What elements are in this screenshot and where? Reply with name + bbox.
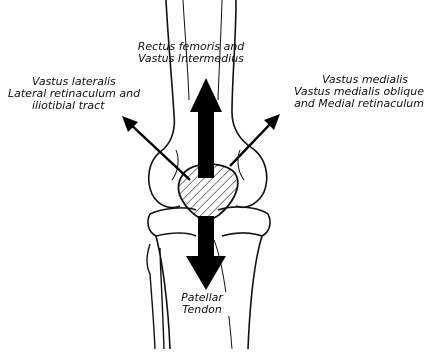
label-vastus-lateralis: Vastus lateralis Lateral retinaculum and…: [8, 76, 140, 112]
arrow-up-rectus: [190, 78, 222, 178]
label-patellar-tendon: Patellar Tendon: [170, 292, 234, 316]
label-vastus-medialis: Vastus medialis Vastus medialis oblique …: [256, 74, 424, 110]
label-line: and Medial retinaculum: [256, 98, 424, 110]
label-line: Vastus Intermedius: [116, 53, 266, 65]
arrow-lateral: [122, 116, 190, 180]
label-line: Tendon: [170, 304, 234, 316]
label-rectus-femoris: Rectus femoris and Vastus Intermedius: [116, 41, 266, 65]
arrow-down-patellar: [186, 216, 226, 290]
label-line: iliotibial tract: [8, 100, 140, 112]
arrow-medial: [230, 114, 280, 166]
